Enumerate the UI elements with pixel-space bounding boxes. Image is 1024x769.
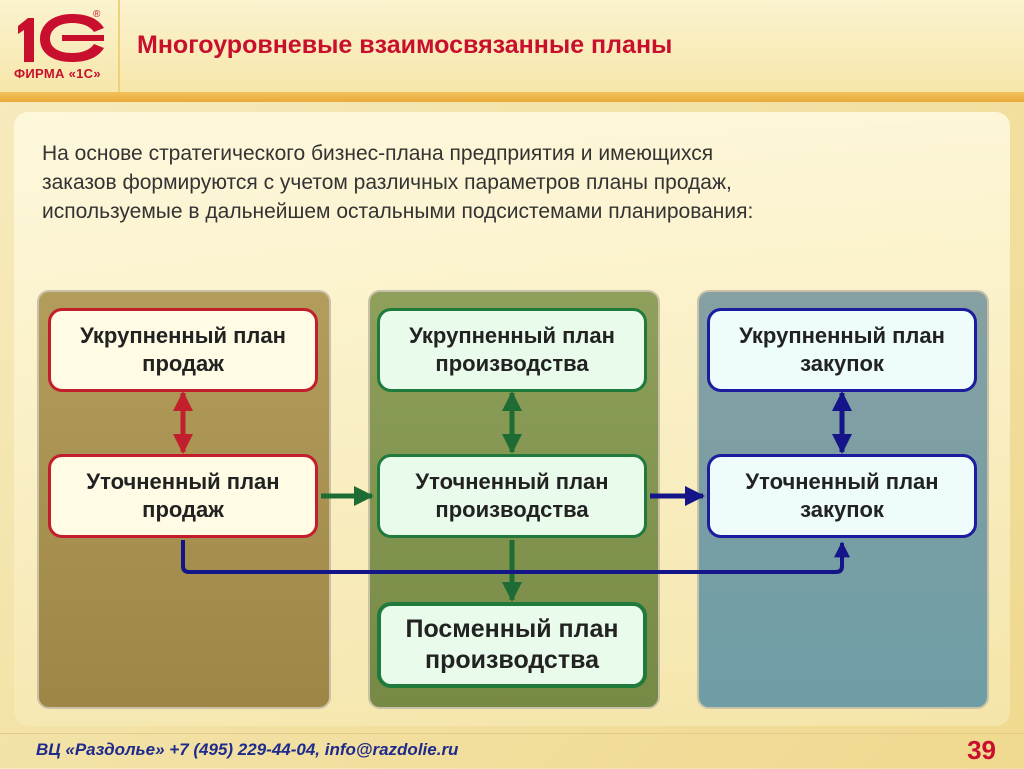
purchasing-detailed-plan: Уточненный план закупок: [707, 454, 977, 538]
page-number: 39: [967, 735, 996, 765]
logo-1c-icon: [18, 14, 104, 62]
sales-aggregate-plan: Укрупненный план продаж: [48, 308, 318, 392]
production-detailed-plan: Уточненный план производства: [377, 454, 647, 538]
logo: ® ФИРМА «1С»: [0, 0, 120, 92]
sales-detailed-plan: Уточненный план продаж: [48, 454, 318, 538]
production-aggregate-plan: Укрупненный план производства: [377, 308, 647, 392]
header-divider: [0, 92, 1024, 102]
footer: [0, 733, 1024, 769]
footer-contacts: ВЦ «Раздолье» +7 (495) 229-44-04, info@r…: [36, 740, 459, 759]
logo-caption: ФИРМА «1С»: [14, 66, 101, 81]
page-title: Многоуровневые взаимосвязанные планы: [137, 31, 673, 59]
intro-text: На основе стратегического бизнес-плана п…: [42, 142, 754, 223]
header: [0, 0, 1024, 94]
production-shift-plan: Посменный план производства: [377, 602, 647, 688]
purchasing-aggregate-plan: Укрупненный план закупок: [707, 308, 977, 392]
registered-icon: ®: [93, 9, 101, 20]
